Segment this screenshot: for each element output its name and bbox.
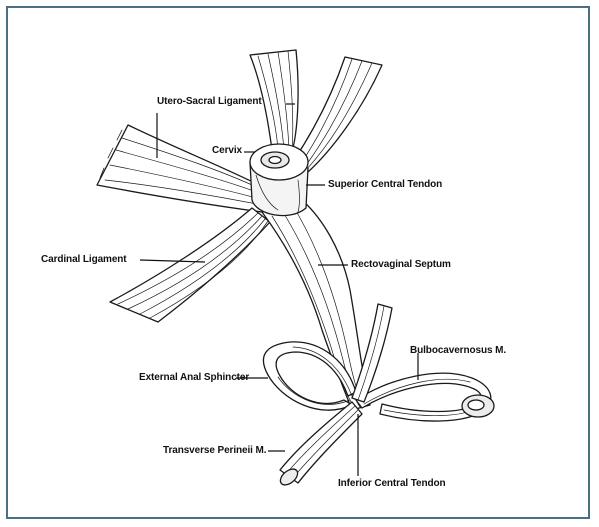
label-inferior-central-tendon: Inferior Central Tendon — [338, 478, 446, 489]
transverse-perineii-muscle — [277, 402, 362, 488]
bulbocavernosus-muscle — [356, 373, 494, 421]
cervix — [250, 144, 308, 216]
label-utero-sacral-ligament: Utero-Sacral Ligament — [157, 96, 262, 107]
label-transverse-perineii: Transverse Perineii M. — [163, 445, 266, 456]
label-cervix: Cervix — [212, 145, 242, 156]
label-cardinal-ligament: Cardinal Ligament — [41, 254, 127, 265]
label-superior-central-tendon: Superior Central Tendon — [328, 179, 442, 190]
label-external-anal-sphincter: External Anal Sphincter — [139, 372, 249, 383]
utero-sacral-ligament-right — [294, 57, 382, 172]
utero-sacral-ligament-left — [97, 125, 265, 212]
label-bulbocavernosus: Bulbocavernosus M. — [410, 345, 506, 356]
cardinal-ligament — [110, 208, 270, 322]
label-rectovaginal-septum: Rectovaginal Septum — [351, 259, 451, 270]
